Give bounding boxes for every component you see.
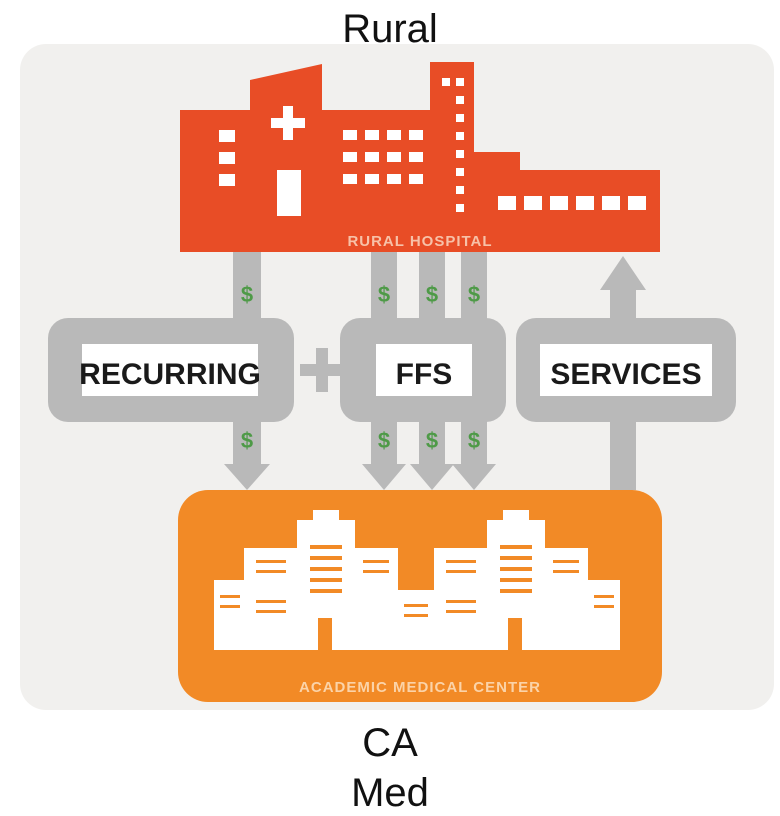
services-label: SERVICES [550,358,701,391]
rural-hospital-building [180,62,660,252]
academic-center-window-details [220,545,614,650]
dollar-sign-recurring-top: $ [241,282,253,307]
dollar-sign-ffs-bottom-2: $ [426,428,438,453]
dollar-sign-ffs-top-2: $ [426,282,438,307]
dollar-sign-ffs-bottom-3: $ [468,428,480,453]
academic-center-label: ACADEMIC MEDICAL CENTER [299,679,541,696]
recurring-arrowhead [224,464,270,490]
caption-bottom-line-1: CA [362,721,418,765]
academic-center-buildings-icon [214,510,620,650]
services-box: SERVICES [516,318,736,422]
ffs-arrowhead-1 [362,464,406,490]
recurring-box: RECURRING [48,318,294,422]
ffs-label: FFS [396,358,453,391]
dollar-sign-recurring-bottom: $ [241,428,253,453]
dollar-sign-ffs-top-3: $ [468,282,480,307]
rural-hospital-label: RURAL HOSPITAL [347,233,492,250]
ffs-box: FFS [340,318,506,422]
caption-bottom-line-2: Med [351,771,429,815]
ffs-arrowhead-2 [410,464,454,490]
caption-top: Rural [342,7,438,51]
ffs-arrowhead-3 [452,464,496,490]
dollar-sign-ffs-bottom-1: $ [378,428,390,453]
services-arrowhead [600,256,646,290]
recurring-label: RECURRING [79,358,261,391]
dollar-sign-ffs-top-1: $ [378,282,390,307]
door-icon [277,170,301,216]
